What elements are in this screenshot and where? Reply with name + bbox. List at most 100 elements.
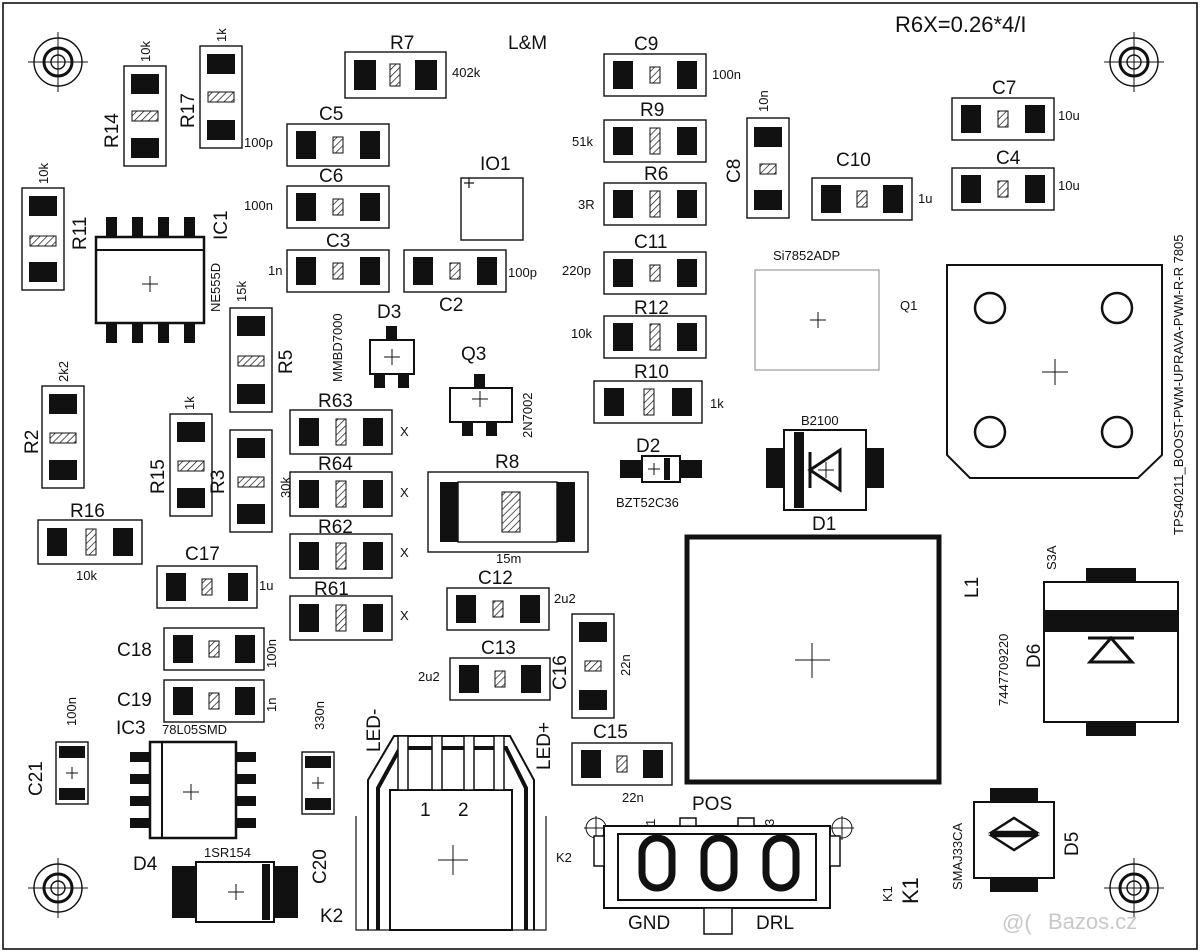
c12-value: 2u2 (554, 591, 576, 606)
mounting-hole-top-left (26, 30, 90, 94)
r6-ref: R6 (644, 164, 668, 185)
k2-pin1: 1 (420, 800, 431, 821)
capacitor-c11: C11 220p (562, 232, 707, 295)
capacitor-c7: C7 10u (951, 78, 1080, 141)
c7-value: 10u (1058, 108, 1080, 123)
c11-value: 220p (562, 263, 591, 278)
capacitor-c9: C9 100n (603, 34, 741, 97)
r63-ref: R63 (318, 391, 353, 412)
c11-ref: C11 (634, 232, 667, 253)
diode-d6: S3A D6 (1024, 545, 1179, 736)
k2-pin2: 2 (458, 800, 469, 821)
resistor-r61: R61 X (289, 579, 409, 641)
r63-value: X (400, 424, 409, 439)
k2-led-plus: LED+ (534, 722, 555, 770)
r16-ref: R16 (70, 501, 105, 522)
c18-ref: C18 (117, 640, 152, 661)
mounting-hole-bottom-left (26, 856, 90, 920)
capacitor-c12: C12 2u2 (446, 568, 576, 631)
c9-ref: C9 (634, 34, 658, 55)
r61-ref: R61 (314, 579, 349, 600)
l1-ref: L1 (962, 577, 983, 598)
resistor-r7: R7 402k (344, 33, 481, 99)
resistor-r2: R2 2k2 (22, 361, 85, 489)
c2-ref: C2 (439, 295, 463, 316)
c16-ref: C16 (550, 655, 571, 690)
c5-value: 100p (244, 135, 273, 150)
capacitor-c2: C2 100p (403, 249, 537, 316)
capacitor-c3: C3 1n (268, 231, 390, 293)
r11-ref: R11 (70, 217, 91, 250)
c17-value: 1u (259, 578, 273, 593)
r2-ref: R2 (22, 430, 43, 454)
c19-ref: C19 (117, 690, 152, 711)
d4-part: 1SR154 (204, 845, 251, 860)
resistor-r14: R14 10k (102, 41, 167, 167)
c6-value: 100n (244, 198, 273, 213)
r12-ref: R12 (634, 298, 669, 319)
d4-ref: D4 (133, 854, 158, 875)
r12-value: 10k (571, 326, 592, 341)
c21-ref: C21 (26, 761, 47, 796)
r64-value: X (400, 485, 409, 500)
c13-ref: C13 (481, 638, 516, 659)
d6-ref: D6 (1024, 644, 1045, 668)
inductor-heatsink-footprint (946, 264, 1163, 479)
k2-led-minus: LED- (364, 709, 385, 752)
r61-value: X (400, 608, 409, 623)
chip-io1: IO1 (460, 154, 524, 241)
r5-ref: R5 (276, 350, 297, 374)
r15-ref: R15 (148, 459, 169, 494)
ic1-part: NE555D (208, 263, 223, 312)
c6-ref: C6 (319, 166, 343, 187)
c10-value: 1u (918, 191, 932, 206)
c9-value: 100n (712, 67, 741, 82)
capacitor-c21: C21 100n (26, 697, 89, 805)
q3-part: 2N7002 (520, 392, 535, 438)
c12-ref: C12 (478, 568, 513, 589)
r17-ref: R17 (178, 93, 199, 128)
k2-ref-small: K2 (556, 850, 572, 865)
mounting-hole-top-right (1102, 30, 1166, 94)
d5-ref: D5 (1062, 832, 1083, 856)
c17-ref: C17 (185, 544, 220, 565)
r15-value: 1k (182, 396, 197, 410)
capacitor-c19: C19 1n (117, 679, 279, 723)
c8-ref: C8 (724, 159, 745, 183)
r11-value: 10k (36, 163, 51, 184)
c16-value: 22n (618, 654, 633, 676)
r7-ref: R7 (390, 33, 414, 54)
c13-value: 2u2 (418, 669, 440, 684)
resistor-r16: R16 10k (37, 501, 143, 583)
c15-ref: C15 (593, 722, 628, 743)
r62-ref: R62 (318, 517, 353, 538)
c5-ref: C5 (319, 104, 343, 125)
resistor-r15: R15 1k (148, 396, 213, 517)
resistor-r10: R10 1k (593, 362, 724, 424)
r64-ref: R64 (318, 454, 353, 475)
k1-ref: K1 (898, 877, 923, 904)
resistor-r17: R17 1k (178, 28, 243, 149)
c3-value: 1n (268, 263, 282, 278)
c21-value: 100n (64, 697, 79, 726)
d3-part: MMBD7000 (330, 313, 345, 382)
mosfet-q1-footprint: Si7852ADP Q1 (754, 248, 917, 371)
c15-value: 22n (622, 790, 644, 805)
k1-gnd-label: GND (628, 913, 670, 934)
r8-ref: R8 (495, 452, 519, 473)
q3-ref: Q3 (461, 344, 486, 365)
k1-pin1-label: 1 (643, 819, 658, 826)
c20-value: 330n (312, 701, 327, 730)
k1-pos-label: POS (692, 794, 732, 815)
c4-ref: C4 (996, 148, 1021, 169)
c8-value: 10n (756, 90, 771, 112)
c7-ref: C7 (992, 78, 1016, 99)
r2-value: 2k2 (56, 361, 71, 382)
inductor-l1: L1 7447709220 (684, 534, 1011, 785)
capacitor-c8: C8 10n (724, 90, 790, 219)
ic3-part: 78L05SMD (162, 722, 227, 737)
r7-value: 402k (452, 65, 481, 80)
c19-value: 1n (264, 698, 279, 712)
k1-ref-small: K1 (880, 886, 895, 902)
